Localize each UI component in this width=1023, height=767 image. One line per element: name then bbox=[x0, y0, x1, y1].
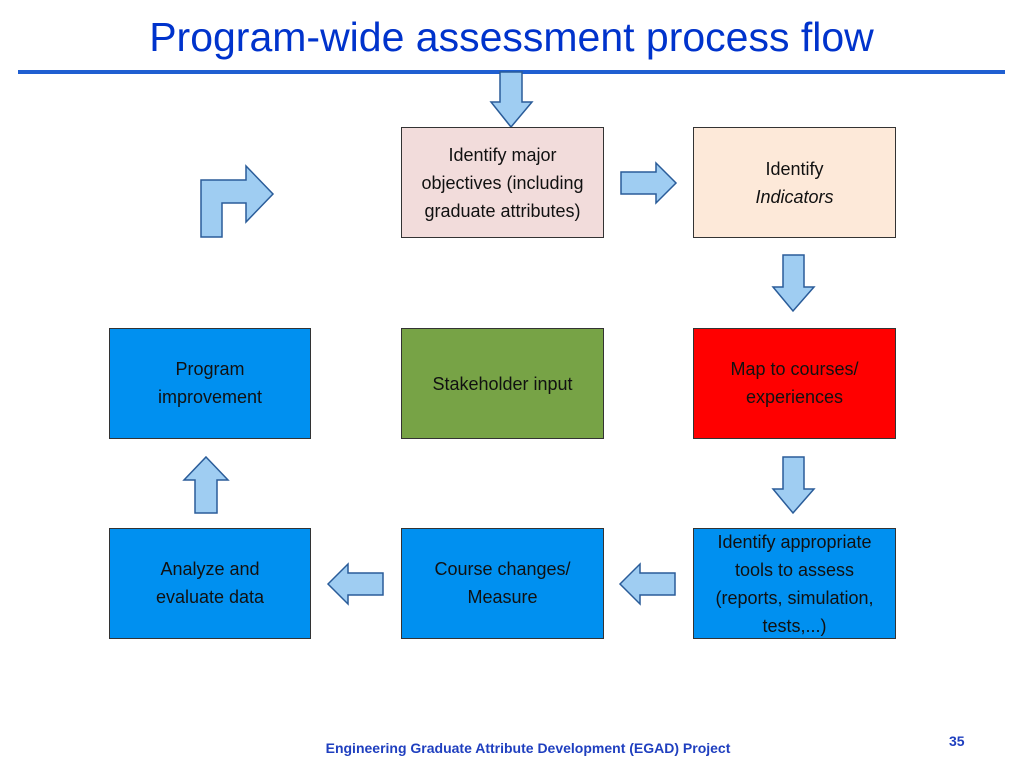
arrow-left-to-course-changes bbox=[618, 562, 676, 606]
slide-title: Program-wide assessment process flow bbox=[149, 14, 874, 60]
box-course-changes: Course changes/ Measure bbox=[401, 528, 604, 639]
map-line-2: experiences bbox=[745, 387, 844, 407]
arrow-down-to-tools bbox=[771, 456, 816, 515]
arrow-left-to-analyze bbox=[326, 562, 384, 606]
program-line-2: improvement bbox=[157, 387, 263, 407]
arrow-up-to-program-improvement bbox=[182, 455, 230, 514]
box-program-improvement: Program improvement bbox=[109, 328, 311, 439]
analyze-line-1: Analyze and bbox=[160, 559, 260, 579]
tools-line-1: Identify appropriate bbox=[717, 531, 872, 552]
box-identify-indicators: Identify Indicators bbox=[693, 127, 896, 238]
tools-line-3: (reports, simulation, bbox=[715, 587, 874, 608]
arrow-right-to-indicators bbox=[620, 161, 678, 205]
box-analyze-evaluate: Analyze and evaluate data bbox=[109, 528, 311, 639]
indicators-line-1: Identify bbox=[765, 158, 824, 179]
course-line-1: Course changes/ bbox=[434, 559, 571, 579]
objectives-line-3: graduate attributes) bbox=[424, 200, 581, 221]
footer-project-name: Engineering Graduate Attribute Developme… bbox=[325, 740, 731, 756]
analyze-line-2: evaluate data bbox=[155, 587, 265, 607]
box-identify-objectives: Identify major objectives (including gra… bbox=[401, 127, 604, 238]
map-line-1: Map to courses/ bbox=[730, 359, 859, 379]
arrow-turn-up-right bbox=[200, 164, 275, 238]
box-map-to-courses: Map to courses/ experiences bbox=[693, 328, 896, 439]
arrow-down-to-map bbox=[771, 254, 816, 313]
arrow-down-into-objectives bbox=[489, 71, 534, 129]
tools-line-4: tests,...) bbox=[762, 615, 827, 636]
tools-line-2: tools to assess bbox=[734, 559, 855, 580]
course-line-2: Measure bbox=[467, 587, 538, 607]
box-stakeholder-input: Stakeholder input bbox=[401, 328, 604, 439]
program-line-1: Program bbox=[175, 359, 245, 379]
objectives-line-2: objectives (including bbox=[421, 172, 584, 193]
page-number: 35 bbox=[949, 733, 965, 749]
objectives-line-1: Identify major bbox=[448, 144, 557, 165]
stakeholder-line-1: Stakeholder input bbox=[432, 373, 573, 394]
box-identify-tools: Identify appropriate tools to assess (re… bbox=[693, 528, 896, 639]
indicators-line-2: Indicators bbox=[755, 186, 834, 207]
